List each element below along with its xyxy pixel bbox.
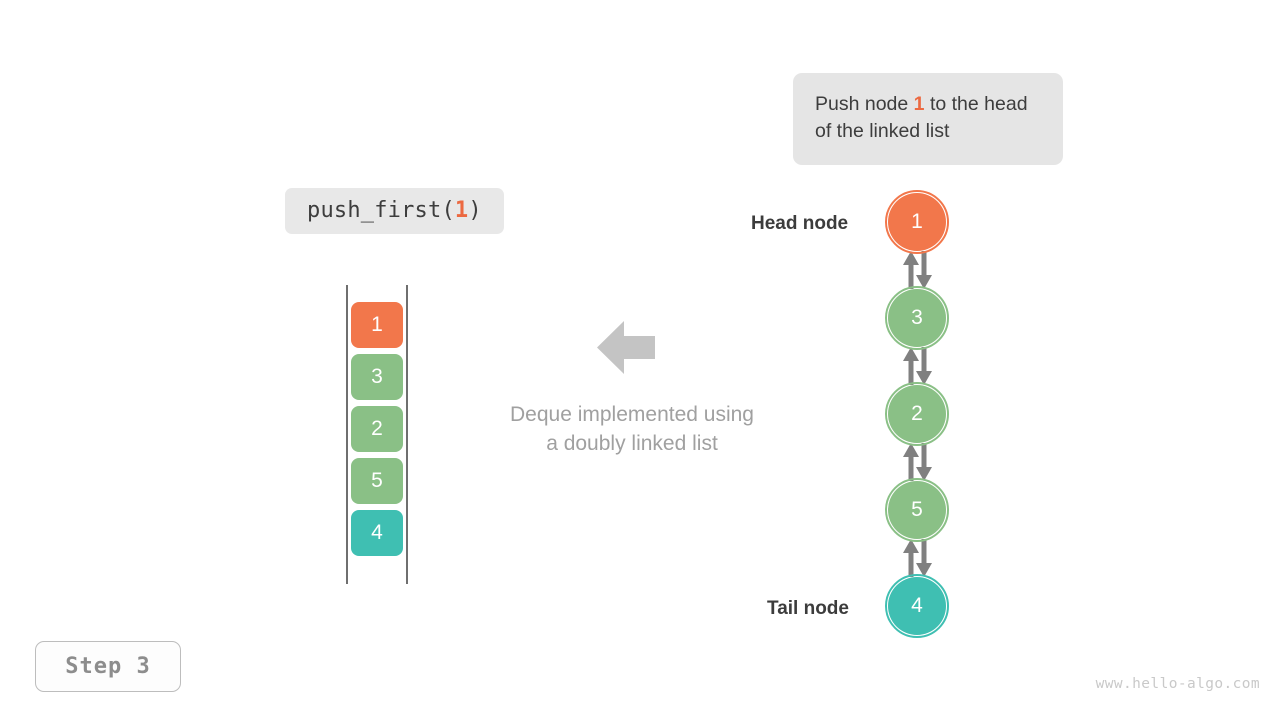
callout-text-before: Push node <box>815 93 914 115</box>
watermark: www.hello-algo.com <box>1095 676 1260 692</box>
node-outer-ring <box>885 382 949 446</box>
code-close-paren: ) <box>468 198 482 223</box>
stack-rail-right <box>406 285 408 584</box>
node-value: 4 <box>911 594 923 617</box>
node-value: 2 <box>911 402 923 425</box>
node-outer-ring <box>885 286 949 350</box>
tail-node-label: Tail node <box>767 598 849 619</box>
caption-line-1: Deque implemented using <box>510 403 754 426</box>
node-value: 3 <box>911 306 923 329</box>
callout-text-after: to the head of the linked list <box>815 93 1028 142</box>
stack-cell: 3 <box>351 354 403 400</box>
caption-line-2: a doubly linked list <box>546 432 718 455</box>
node-link-pair <box>888 443 946 481</box>
left-arrow-icon <box>597 320 655 375</box>
node-outer-ring <box>885 190 949 254</box>
push-callout-box: Push node 1 to the head of the linked li… <box>793 73 1063 165</box>
node-link-pair <box>888 539 946 577</box>
deque-stack-view: 1 3 2 5 4 <box>346 285 408 584</box>
stack-cell: 5 <box>351 458 403 504</box>
node-link-pair <box>888 251 946 289</box>
doubly-linked-list: 1 3 2 5 4 <box>885 190 952 643</box>
operation-code-chip: push_first(1) <box>285 188 504 234</box>
linked-list-node: 2 <box>885 382 949 446</box>
node-outer-ring <box>885 574 949 638</box>
stack-cell: 1 <box>351 302 403 348</box>
callout-highlight-value: 1 <box>913 93 925 115</box>
node-value: 5 <box>911 498 923 521</box>
node-outer-ring <box>885 478 949 542</box>
stack-cell: 2 <box>351 406 403 452</box>
code-argument: 1 <box>454 198 469 223</box>
step-badge: Step 3 <box>35 641 181 692</box>
linked-list-node: 3 <box>885 286 949 350</box>
node-value: 1 <box>911 210 923 233</box>
diagram-caption: Deque implemented using a doubly linked … <box>462 400 802 458</box>
node-link-pair <box>888 347 946 385</box>
code-function-name: push_first( <box>307 198 455 223</box>
linked-list-node: 1 <box>885 190 949 254</box>
stack-cell-list: 1 3 2 5 4 <box>351 302 403 562</box>
linked-list-node: 4 <box>885 574 949 638</box>
step-badge-label: Step 3 <box>65 654 151 679</box>
stack-cell: 4 <box>351 510 403 556</box>
stack-rail-left <box>346 285 348 584</box>
linked-list-node: 5 <box>885 478 949 542</box>
head-node-label: Head node <box>751 213 849 234</box>
